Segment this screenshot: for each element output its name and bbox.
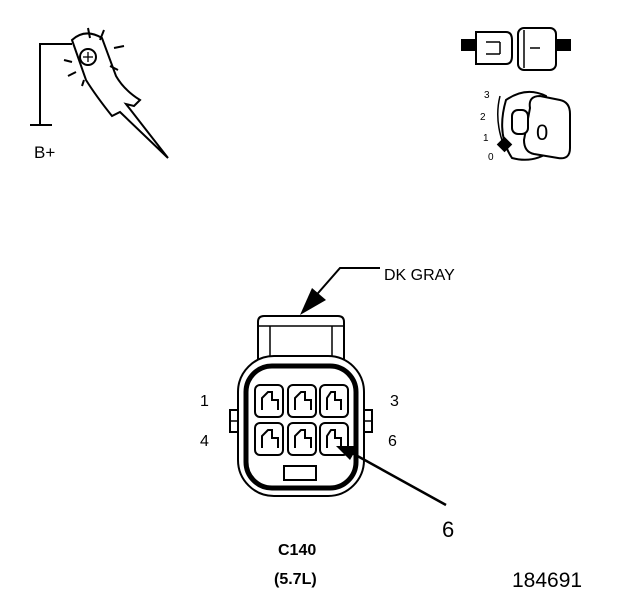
pin-label-1: 1	[200, 393, 209, 410]
cavity-grid	[254, 384, 349, 456]
test-light-icon	[30, 27, 169, 159]
cavity-5	[287, 422, 317, 456]
cavity-4	[254, 422, 284, 456]
connector-color-label: DK GRAY	[384, 267, 455, 284]
cavity-2	[287, 384, 317, 418]
test-light-body	[70, 32, 169, 159]
figure-id: 184691	[512, 569, 582, 592]
leader-arrowhead-icon	[300, 288, 326, 315]
light-rays-icon	[63, 27, 125, 87]
ignition-switch-icon	[496, 90, 571, 161]
pin-label-4: 4	[200, 433, 209, 450]
test-light-bulb-icon	[79, 48, 97, 66]
ignition-position-1: 1	[483, 133, 489, 144]
cavity-1	[254, 384, 284, 418]
connector-name: C140	[278, 542, 316, 559]
color-leader-line	[300, 267, 380, 315]
pin-label-6: 6	[388, 433, 397, 450]
ignition-position-0: 0	[488, 152, 494, 163]
pin-label-3: 3	[390, 393, 399, 410]
ignition-position-3: 3	[484, 90, 490, 101]
pin-callout-arrow	[336, 446, 447, 507]
callout-arrowhead-icon	[336, 446, 358, 460]
callout-pin-number: 6	[442, 517, 454, 542]
engine-label: (5.7L)	[274, 571, 317, 588]
disconnected-connector-icon	[461, 27, 571, 71]
ignition-key-label: 0	[536, 120, 548, 145]
ignition-position-2: 2	[480, 112, 486, 123]
battery-positive-label: B+	[34, 143, 55, 162]
cavity-3	[319, 384, 349, 418]
test-light-lead	[39, 43, 72, 125]
